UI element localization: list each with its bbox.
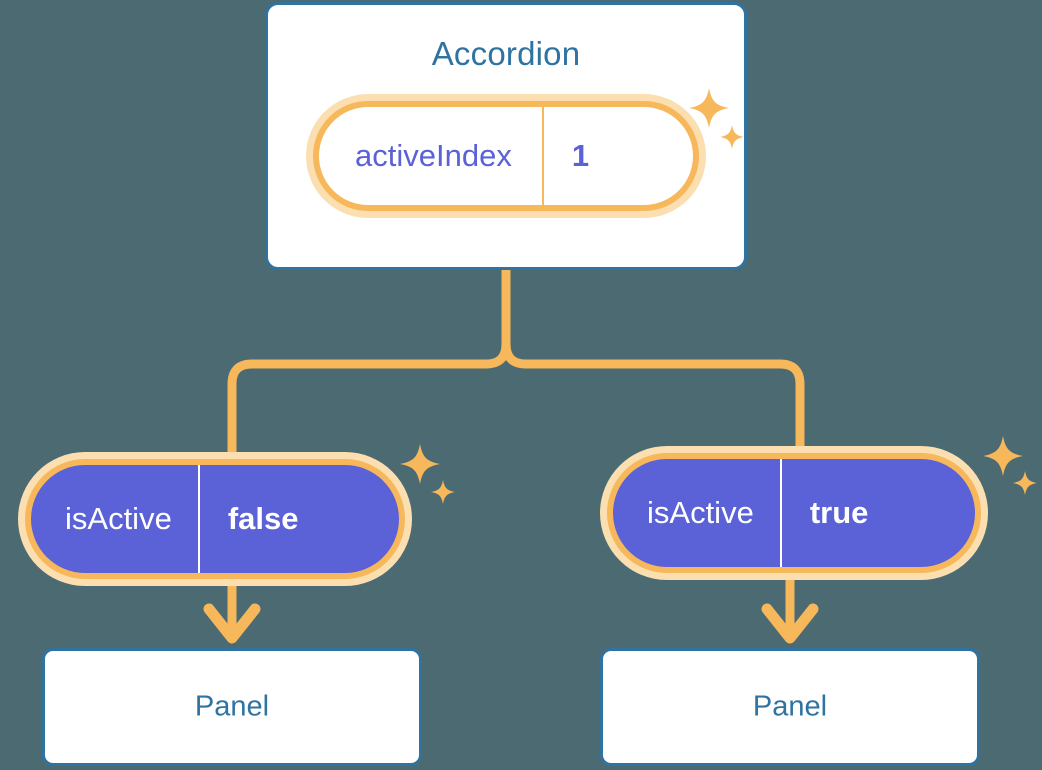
panel-card-title: Panel [752,690,828,723]
pill-inner: isActive false [31,465,399,573]
panel-card-left[interactable]: Panel [42,648,422,766]
panel-card-title: Panel [194,690,270,723]
state-key-label: isActive [647,495,754,530]
connector-root-to-left [227,265,511,463]
state-value-label: true [779,459,905,567]
connector-root-to-right [501,265,805,457]
pill-ring: isActive false [25,459,405,579]
four-point-star-icon [400,444,440,484]
pill-inner: isActive true [613,459,975,567]
four-point-star-small-icon [1013,471,1037,495]
state-value-label: 1 [541,107,623,205]
state-key-label: activeIndex [355,138,512,173]
arrow-down-icon-right [761,603,819,644]
state-pill-activeindex[interactable]: activeIndex 1 [306,94,706,218]
state-pill-isactive-true[interactable]: isActive true [600,446,988,580]
pill-ring: isActive true [607,453,981,573]
arrow-down-icon-left [203,603,261,644]
page-title: Accordion [431,35,581,72]
four-point-star-small-icon [431,480,455,504]
four-point-star-icon [983,436,1023,476]
panel-card-right[interactable]: Panel [600,648,980,766]
state-key-label: isActive [65,501,172,536]
pill-inner: activeIndex 1 [319,107,693,205]
state-value-label: false [197,465,335,573]
state-pill-isactive-false[interactable]: isActive false [18,452,412,586]
pill-ring: activeIndex 1 [313,101,699,211]
